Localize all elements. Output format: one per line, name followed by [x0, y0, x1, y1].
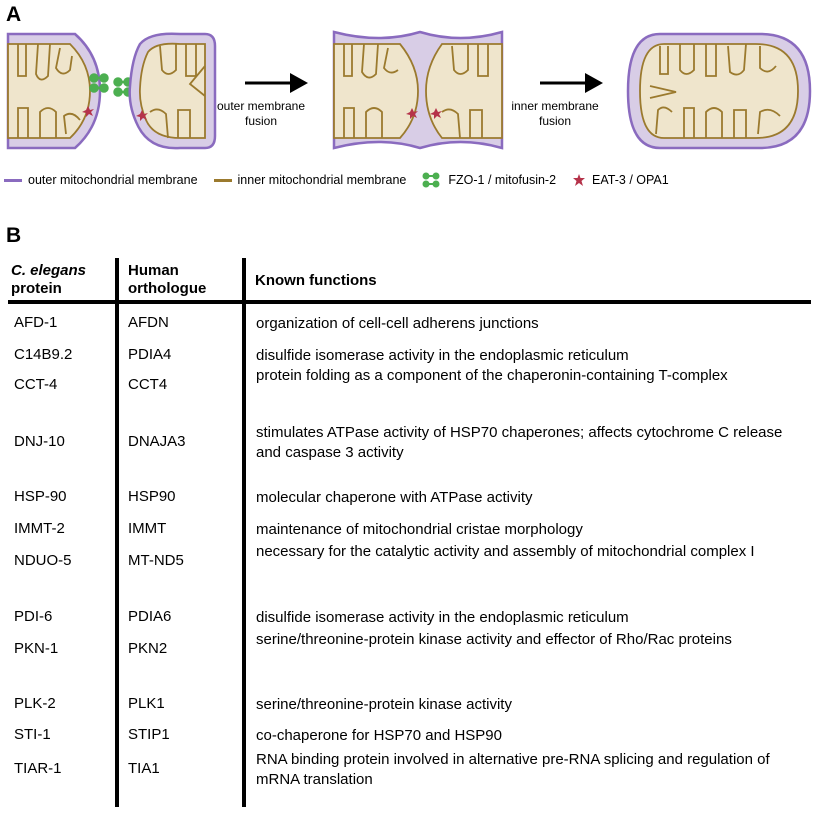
legend-fzo-label: FZO-1 / mitofusin-2: [448, 173, 557, 187]
function-cell: necessary for the catalytic activity and…: [256, 543, 755, 560]
mitochondrion-left: [6, 32, 102, 150]
function-cell: protein folding as a component of the ch…: [256, 367, 728, 384]
worm-protein-cell: IMMT-2: [14, 520, 65, 537]
human-orthologue-cell: AFDN: [128, 314, 169, 331]
eat3-opa1-marker: [430, 108, 442, 119]
legend-inner-label: inner mitochondrial membrane: [237, 173, 407, 187]
header-rule: [8, 300, 811, 304]
worm-protein-cell: NDUO-5: [14, 552, 72, 569]
function-cell: serine/threonine-protein kinase activity…: [256, 631, 732, 648]
human-orthologue-cell: STIP1: [128, 726, 170, 743]
column-divider-2: [242, 258, 246, 807]
arrow1-caption-text: outer membrane fusion: [216, 99, 306, 128]
column-divider-1: [115, 258, 119, 807]
legend-inner: inner mitochondrial membrane: [213, 173, 407, 187]
header-human-line2: orthologue: [128, 280, 207, 297]
worm-protein-cell: C14B9.2: [14, 346, 73, 363]
worm-protein-cell: TIAR-1: [14, 760, 62, 777]
eat3-opa1-marker: [406, 108, 418, 119]
function-cell: organization of cell-cell adherens junct…: [256, 315, 539, 332]
outer-membrane-swatch: [4, 178, 22, 182]
header-human-line1: Human: [128, 262, 179, 279]
mitochondrial-fusion-diagram: [6, 30, 812, 150]
legend-eat: EAT-3 / OPA1: [572, 173, 669, 187]
eat3-opa1-marker: [82, 106, 94, 117]
header-worm-italic: C. elegans: [11, 262, 87, 279]
worm-protein-cell: PLK-2: [14, 695, 56, 712]
panel-a-label: A: [6, 3, 22, 26]
worm-protein-cell: CCT-4: [14, 376, 58, 393]
function-cell: serine/threonine-protein kinase activity: [256, 696, 512, 713]
arrow-outer-fusion: [245, 73, 308, 93]
human-orthologue-cell: TIA1: [128, 760, 160, 777]
arrow-inner-fusion: [540, 73, 603, 93]
legend-eat-label: EAT-3 / OPA1: [592, 173, 669, 187]
function-cell: molecular chaperone with ATPase activity: [256, 489, 533, 506]
header-worm-protein: C. elegans protein: [11, 262, 86, 298]
function-cell: maintenance of mitochondrial cristae mor…: [256, 521, 583, 538]
human-orthologue-cell: DNAJA3: [128, 433, 186, 450]
eat3-opa1-marker: [136, 110, 148, 121]
legend-outer: outer mitochondrial membrane: [4, 173, 198, 187]
arrow1-caption: outer membrane fusion: [211, 99, 311, 129]
worm-protein-cell: STI-1: [14, 726, 51, 743]
human-orthologue-cell: PKN2: [128, 640, 168, 657]
human-orthologue-cell: PLK1: [128, 695, 165, 712]
header-worm-rest: protein: [11, 280, 62, 297]
worm-protein-cell: AFD-1: [14, 314, 58, 331]
legend-outer-label: outer mitochondrial membrane: [28, 173, 198, 187]
legend-fzo: FZO-1 / mitofusin-2: [422, 172, 556, 188]
panel-b-label: B: [6, 224, 22, 247]
function-cell: RNA binding protein involved in alternat…: [256, 751, 770, 788]
inner-membrane-swatch: [213, 178, 232, 182]
worm-protein-cell: PDI-6: [14, 608, 53, 625]
human-orthologue-cell: HSP90: [128, 488, 176, 505]
eat-star-icon: [573, 174, 586, 186]
header-human: Human orthologue: [128, 262, 206, 298]
function-cell: disulfide isomerase activity in the endo…: [256, 347, 629, 364]
mitochondrion-outer-fused: [332, 30, 504, 150]
function-cell: disulfide isomerase activity in the endo…: [256, 609, 629, 626]
header-functions: Known functions: [255, 272, 377, 289]
function-cell: stimulates ATPase activity of HSP70 chap…: [256, 424, 783, 461]
fzo-dumbbell-icon: [422, 172, 440, 188]
worm-protein-cell: DNJ-10: [14, 433, 65, 450]
human-orthologue-cell: PDIA6: [128, 608, 172, 625]
arrow2-caption-text: inner membrane fusion: [511, 99, 599, 128]
human-orthologue-cell: PDIA4: [128, 346, 172, 363]
legend: outer mitochondrial membrane inner mitoc…: [4, 172, 685, 188]
human-orthologue-cell: MT-ND5: [128, 552, 184, 569]
worm-protein-cell: PKN-1: [14, 640, 59, 657]
fzo1-mitofusin2-markers: [89, 73, 133, 97]
human-orthologue-cell: CCT4: [128, 376, 168, 393]
function-cell: co-chaperone for HSP70 and HSP90: [256, 727, 502, 744]
worm-protein-cell: HSP-90: [14, 488, 67, 505]
arrow2-caption: inner membrane fusion: [505, 99, 605, 129]
mitochondrion-right: [128, 32, 217, 150]
mitochondrion-fully-fused: [626, 32, 812, 150]
human-orthologue-cell: IMMT: [128, 520, 167, 537]
